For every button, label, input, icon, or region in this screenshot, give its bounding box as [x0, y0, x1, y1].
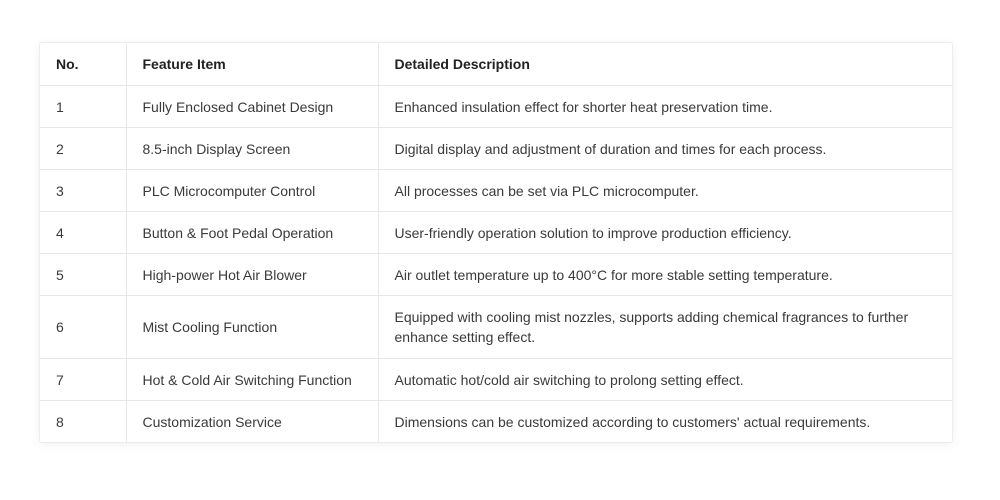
header-detailed-description: Detailed Description	[377, 43, 952, 86]
row-number: 4	[40, 211, 126, 254]
row-number: 1	[40, 85, 126, 128]
row-description: Air outlet temperature up to 400°C for m…	[377, 253, 952, 296]
row-number: 8	[56, 413, 64, 430]
row-description: Equipped with cooling mist nozzles, supp…	[377, 295, 952, 359]
header-no: No.	[40, 43, 126, 86]
row-feature: Hot & Cold Air Switching Function	[125, 358, 378, 401]
table-row: 1 Fully Enclosed Cabinet Design Enhanced…	[40, 85, 952, 128]
table-row: 8 Customization Service Dimensions can b…	[40, 400, 952, 442]
row-number: 3	[40, 169, 126, 212]
table-row: 5 High-power Hot Air Blower Air outlet t…	[40, 253, 952, 296]
row-description: Automatic hot/cold air switching to prol…	[377, 358, 952, 401]
row-number: 2	[40, 127, 126, 170]
header-feature-item: Feature Item	[125, 43, 378, 86]
row-feature: Button & Foot Pedal Operation	[125, 211, 378, 254]
feature-table-card: No. Feature Item Detailed Description 1 …	[39, 42, 953, 443]
row-description: Dimensions can be customized according t…	[377, 400, 952, 442]
table-row: 4 Button & Foot Pedal Operation User-fri…	[40, 211, 952, 254]
row-feature: PLC Microcomputer Control	[125, 169, 378, 212]
row-description: User-friendly operation solution to impr…	[377, 211, 952, 254]
table-row: 3 PLC Microcomputer Control All processe…	[40, 169, 952, 212]
row-description: Enhanced insulation effect for shorter h…	[377, 85, 952, 128]
row-feature: Customization Service	[125, 400, 378, 442]
row-description: All processes can be set via PLC microco…	[377, 169, 952, 212]
row-feature: 8.5-inch Display Screen	[125, 127, 378, 170]
row-description: Digital display and adjustment of durati…	[377, 127, 952, 170]
table-row: 7 Hot & Cold Air Switching Function Auto…	[40, 358, 952, 401]
row-feature: High-power Hot Air Blower	[125, 253, 378, 296]
row-feature: Mist Cooling Function	[125, 295, 378, 359]
table-row: 2 8.5-inch Display Screen Digital displa…	[40, 127, 952, 170]
table-header-row: No. Feature Item Detailed Description	[40, 43, 952, 86]
feature-table: No. Feature Item Detailed Description 1 …	[40, 43, 952, 442]
row-feature: Fully Enclosed Cabinet Design	[125, 85, 378, 128]
table-row: 6 Mist Cooling Function Equipped with co…	[40, 295, 952, 359]
row-number: 5	[40, 253, 126, 296]
row-number: 7	[40, 358, 126, 401]
row-number: 6	[40, 295, 126, 359]
